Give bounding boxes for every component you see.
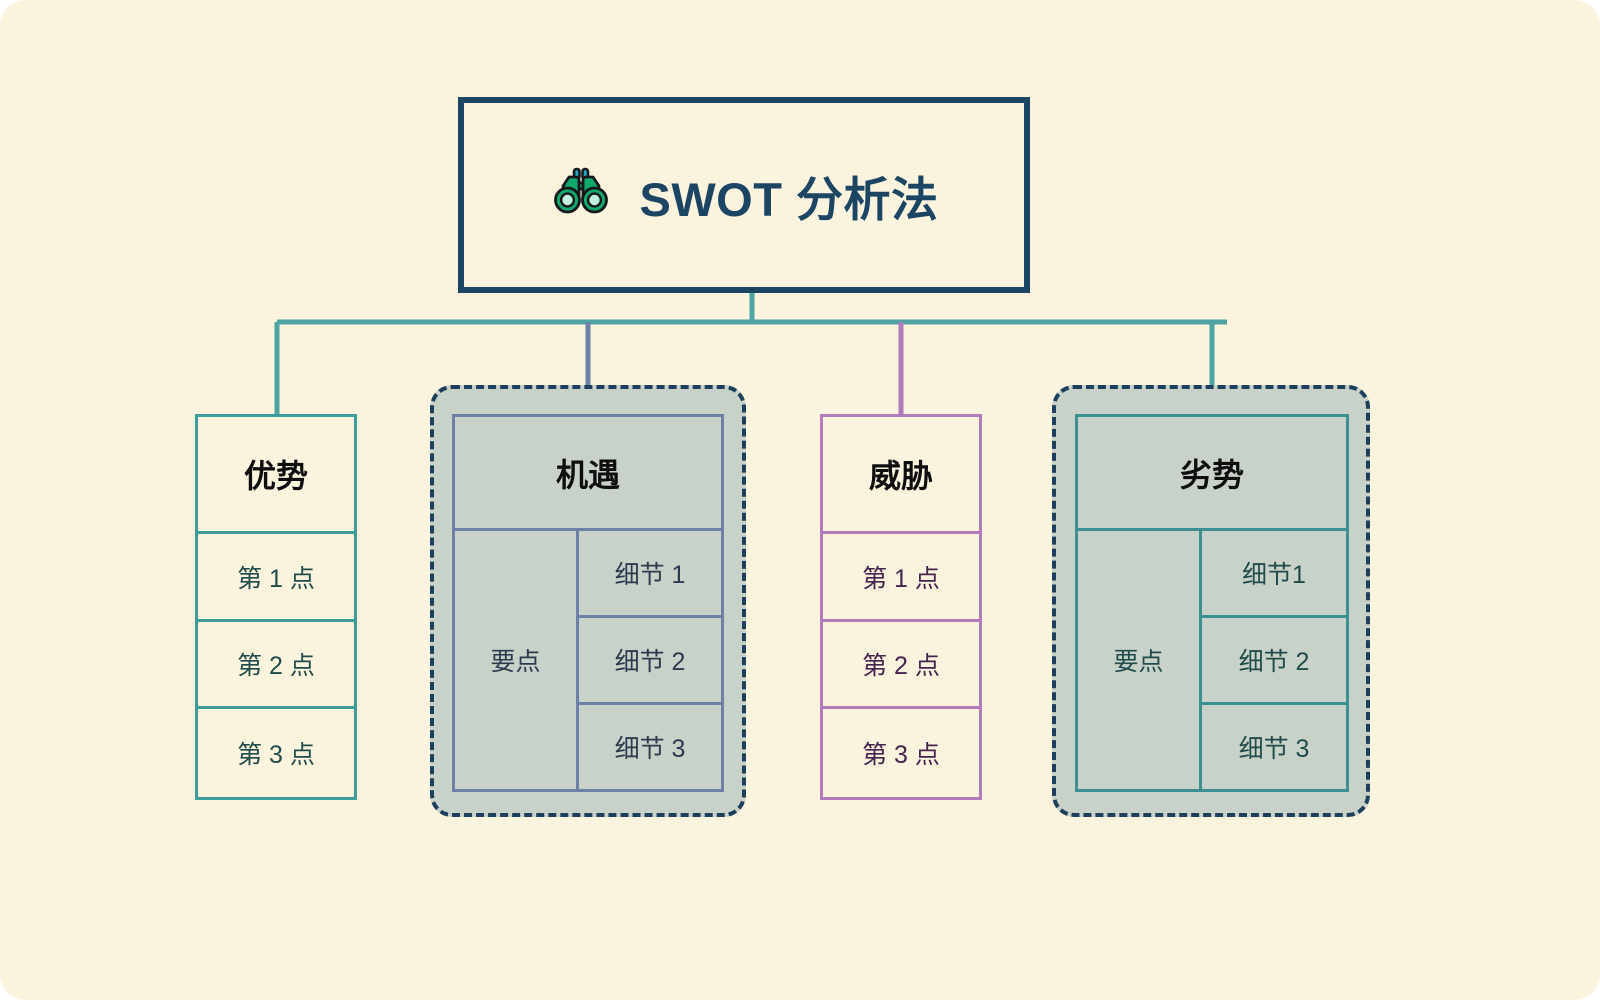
branch-strengths-heading: 优势 — [198, 417, 354, 535]
branch-strengths[interactable]: 优势 第 1 点 第 2 点 第 3 点 — [195, 414, 357, 800]
branch-weaknesses-body: 要点 细节1 细节 2 细节 3 — [1078, 531, 1346, 789]
branch-weaknesses-heading: 劣势 — [1078, 417, 1346, 531]
branch-weaknesses-details: 细节1 细节 2 细节 3 — [1202, 531, 1346, 789]
branch-weaknesses-detail-2[interactable]: 细节 2 — [1202, 618, 1346, 705]
branch-threats[interactable]: 威胁 第 1 点 第 2 点 第 3 点 — [820, 414, 982, 800]
branch-opportunities-detail-2[interactable]: 细节 2 — [579, 618, 721, 705]
branch-strengths-item-3[interactable]: 第 3 点 — [237, 741, 315, 770]
branch-threats-item-2[interactable]: 第 2 点 — [823, 622, 979, 710]
branch-opportunities[interactable]: 机遇 要点 细节 1 细节 2 细节 3 — [452, 414, 724, 792]
branch-weaknesses-detail-3[interactable]: 细节 3 — [1238, 735, 1310, 763]
branch-opportunities-details: 细节 1 细节 2 细节 3 — [579, 531, 721, 789]
branch-opportunities-body: 要点 细节 1 细节 2 细节 3 — [455, 531, 721, 789]
branch-weaknesses[interactable]: 劣势 要点 细节1 细节 2 细节 3 — [1075, 414, 1349, 792]
branch-threats-heading: 威胁 — [823, 417, 979, 535]
branch-opportunities-heading: 机遇 — [455, 417, 721, 531]
root-node[interactable]: SWOT 分析法 — [458, 97, 1030, 293]
branch-opportunities-detail-3[interactable]: 细节 3 — [614, 735, 686, 763]
branch-weaknesses-summary[interactable]: 要点 — [1078, 531, 1202, 789]
branch-opportunities-detail-1[interactable]: 细节 1 — [579, 531, 721, 618]
branch-strengths-item-2[interactable]: 第 2 点 — [198, 622, 354, 710]
branch-opportunities-summary[interactable]: 要点 — [455, 531, 579, 789]
page-title: SWOT 分析法 — [639, 172, 939, 226]
branch-strengths-item-1[interactable]: 第 1 点 — [198, 534, 354, 622]
branch-threats-item-1[interactable]: 第 1 点 — [823, 534, 979, 622]
branch-threats-item-3[interactable]: 第 3 点 — [862, 741, 940, 770]
binoculars-icon — [549, 158, 613, 233]
branch-weaknesses-detail-1[interactable]: 细节1 — [1202, 531, 1346, 618]
